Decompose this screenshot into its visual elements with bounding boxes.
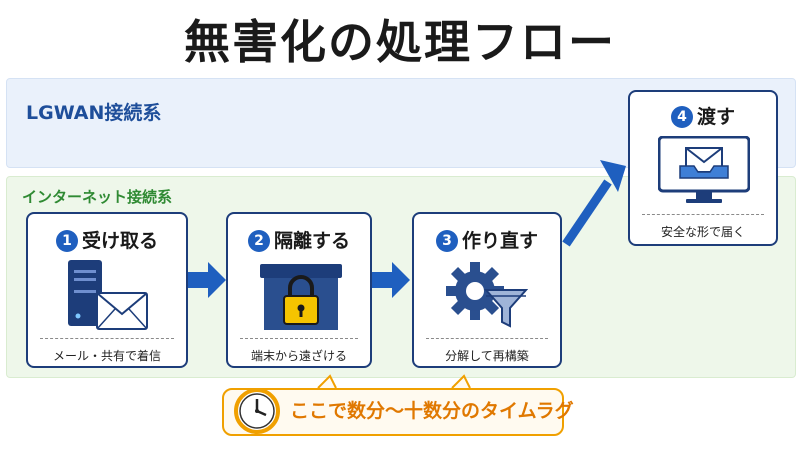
card-divider bbox=[240, 338, 358, 339]
step-caption: 端末から遠ざける bbox=[250, 349, 347, 363]
card-divider bbox=[40, 338, 174, 339]
step-title-text: 受け取る bbox=[81, 230, 158, 252]
page-title: 無害化の処理フロー bbox=[184, 15, 616, 69]
step-number: 1 bbox=[55, 230, 78, 252]
arrow-right-icon bbox=[188, 262, 226, 298]
internet-zone-label: インターネット接続系 bbox=[22, 188, 173, 206]
step-caption: 分解して再構築 bbox=[445, 349, 529, 363]
step-number: 4 bbox=[670, 106, 693, 128]
timelag-callout bbox=[222, 388, 564, 436]
server-icon bbox=[68, 260, 102, 326]
step-title-text: 作り直す bbox=[461, 230, 538, 252]
envelope-icon bbox=[96, 292, 148, 330]
arrow-right-icon bbox=[372, 262, 410, 298]
card-divider bbox=[642, 214, 764, 215]
step-number: 3 bbox=[435, 230, 458, 252]
funnel-icon bbox=[484, 289, 528, 328]
monitor-icon bbox=[658, 136, 750, 203]
callout-text: ここで数分〜十数分のタイムラグ bbox=[290, 400, 574, 422]
step-number: 2 bbox=[247, 230, 270, 252]
step-title-text: 渡す bbox=[696, 106, 735, 128]
step-caption: 安全な形で届く bbox=[660, 225, 745, 239]
inbox-mail-icon bbox=[679, 147, 729, 179]
diagonal-arrow-shaft bbox=[562, 179, 612, 247]
lgwan-zone-label: LGWAN接続系 bbox=[26, 102, 162, 124]
clock-icon bbox=[234, 388, 280, 434]
gear-icon bbox=[446, 262, 504, 320]
step-title-text: 隔離する bbox=[273, 230, 350, 252]
card-divider bbox=[426, 338, 548, 339]
locked-box-icon bbox=[260, 264, 342, 330]
step-caption: メール・共有で着信 bbox=[52, 349, 161, 363]
diagonal-arrow-head bbox=[600, 160, 626, 192]
